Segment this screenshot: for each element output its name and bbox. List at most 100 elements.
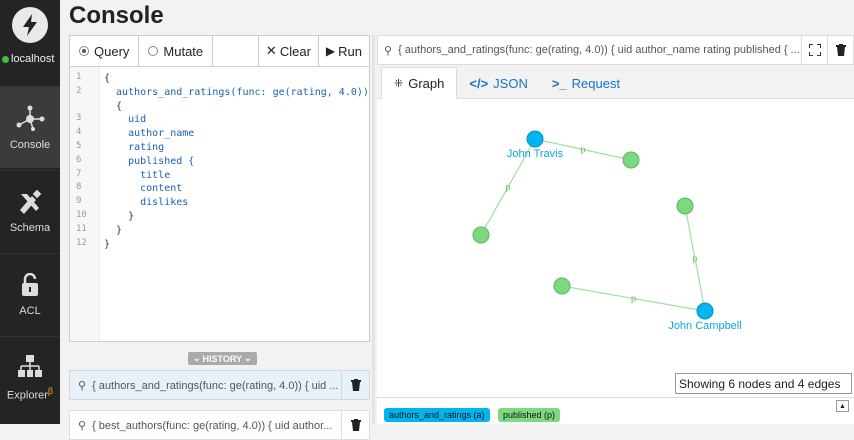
code-line: dislikes [104, 197, 189, 209]
explorer-icon [18, 354, 42, 377]
line-number: 1 [76, 72, 82, 82]
search-icon: ⚲ [78, 419, 87, 432]
sidebar-item-acl[interactable]: ACL [0, 253, 60, 335]
clear-button[interactable]: ✕ Clear [257, 35, 318, 67]
trash-icon [835, 44, 846, 56]
line-number: 7 [76, 168, 82, 179]
code-line: } [104, 211, 135, 222]
graph-node-published[interactable] [676, 197, 694, 215]
result-tabs: ⁜ Graph </> JSON >_ Request [377, 67, 854, 99]
node-label: John Campbell [668, 320, 741, 332]
line-gutter [70, 67, 100, 341]
history-item[interactable]: ⚲{ authors_and_ratings(func: ge(rating, … [69, 370, 370, 400]
graph-node-published[interactable] [622, 151, 640, 169]
fullscreen-icon [808, 44, 821, 56]
code-line: authors_and_ratings(func: ge(rating, 4.0… [104, 86, 369, 98]
result-header: ⚲ { authors_and_ratings(func: ge(rating,… [377, 35, 854, 65]
sidebar-item-label: Console [9, 138, 51, 151]
edge-label: p [580, 145, 585, 155]
code-line: { [104, 100, 123, 112]
code-line: rating [104, 142, 165, 153]
sidebar-item-label: Schema [9, 221, 51, 234]
legend-item-published: published (p) [498, 408, 561, 422]
code-line: author_name [104, 128, 195, 140]
graph-node-published[interactable] [553, 277, 571, 295]
query-mode-radio[interactable]: Query [70, 35, 140, 67]
query-preview: { authors_and_ratings(func: ge(rating, 4… [398, 44, 801, 56]
page-title: Console [69, 2, 164, 29]
mutate-mode-radio[interactable]: Mutate [139, 35, 214, 67]
sidebar-item-console[interactable]: Console [0, 86, 60, 168]
graph-node-authors[interactable] [696, 302, 714, 320]
sidebar: localhost Console Schema ACL [0, 0, 60, 424]
chevron-up-icon: ▲ [839, 402, 846, 410]
delete-history-button[interactable] [341, 411, 369, 439]
query-editor[interactable]: 1 {2 authors_and_ratings(func: ge(rating,… [69, 67, 370, 342]
history-toggle[interactable]: ⌄ HISTORY ⌄ [188, 352, 257, 365]
fullscreen-button[interactable] [801, 35, 827, 65]
code-line: published { [104, 155, 195, 167]
graph-legend: authors_and_ratings (a) published (p) [377, 397, 854, 424]
radio-selected-icon [79, 46, 89, 56]
graph-icon: ⁜ [394, 78, 404, 90]
beta-badge: β [47, 385, 54, 396]
delete-history-button[interactable] [341, 371, 369, 399]
edge-label: p [505, 182, 510, 192]
graph-edge[interactable] [684, 205, 706, 312]
trash-icon [350, 419, 361, 431]
sidebar-item-explorer[interactable]: Explorerβ [0, 336, 60, 418]
edge-label: p [631, 294, 636, 304]
lock-icon [22, 272, 38, 296]
panel-splitter[interactable] [372, 35, 375, 424]
graph-stats: Showing 6 nodes and 4 edges [675, 373, 852, 394]
tab-graph[interactable]: ⁜ Graph [381, 67, 458, 99]
graph-node-published[interactable] [472, 226, 490, 244]
connection-label: localhost [11, 53, 55, 65]
tab-json[interactable]: </> JSON [469, 75, 528, 91]
sidebar-item-label: ACL [19, 304, 41, 317]
line-number: 2 [76, 85, 82, 96]
delete-result-button[interactable] [827, 35, 853, 65]
code-line: } [104, 238, 111, 250]
terminal-icon: >_ [551, 75, 567, 91]
line-number: 8 [76, 182, 82, 193]
code-line: { [104, 73, 111, 84]
connection-status[interactable]: localhost [0, 0, 60, 86]
line-number: 3 [76, 113, 82, 124]
chevron-down-icon: ⌄ [193, 353, 201, 363]
line-number: 9 [76, 196, 82, 207]
tab-request[interactable]: >_ Request [551, 75, 621, 91]
query-toolbar: Query Mutate ✕ Clear ▶ Run [69, 35, 370, 67]
code-icon: </> [469, 75, 489, 91]
trash-icon [350, 379, 361, 391]
connection-dot-icon [2, 55, 9, 63]
line-number: 12 [76, 237, 87, 248]
node-label: John Travis [507, 148, 564, 160]
line-number: 10 [76, 210, 87, 220]
graph-edge[interactable] [561, 285, 706, 312]
code-line: content [104, 183, 183, 195]
code-line: title [104, 169, 171, 181]
code-line: } [104, 224, 123, 236]
legend-item-authors: authors_and_ratings (a) [384, 408, 490, 422]
schema-icon [20, 189, 42, 214]
chevron-down-icon: ⌄ [244, 353, 252, 363]
sidebar-item-schema[interactable]: Schema [0, 170, 60, 252]
search-icon: ⚲ [78, 379, 87, 392]
console-icon [16, 105, 45, 131]
expand-legend-button[interactable]: ▲ [836, 400, 849, 412]
line-number: 4 [76, 127, 82, 138]
graph-edge[interactable] [480, 138, 536, 236]
dgraph-logo-icon [12, 7, 48, 43]
graph-edge[interactable] [534, 138, 632, 161]
history-item[interactable]: ⚲{ best_authors(func: ge(rating, 4.0)) {… [69, 410, 370, 440]
run-button[interactable]: ▶ Run [317, 35, 369, 67]
edge-label: p [692, 254, 697, 264]
line-number: 11 [76, 223, 87, 234]
code-line: uid [104, 114, 147, 126]
graph-node-authors[interactable] [526, 130, 544, 148]
radio-unselected-icon [148, 46, 159, 56]
line-number: 5 [76, 141, 82, 151]
